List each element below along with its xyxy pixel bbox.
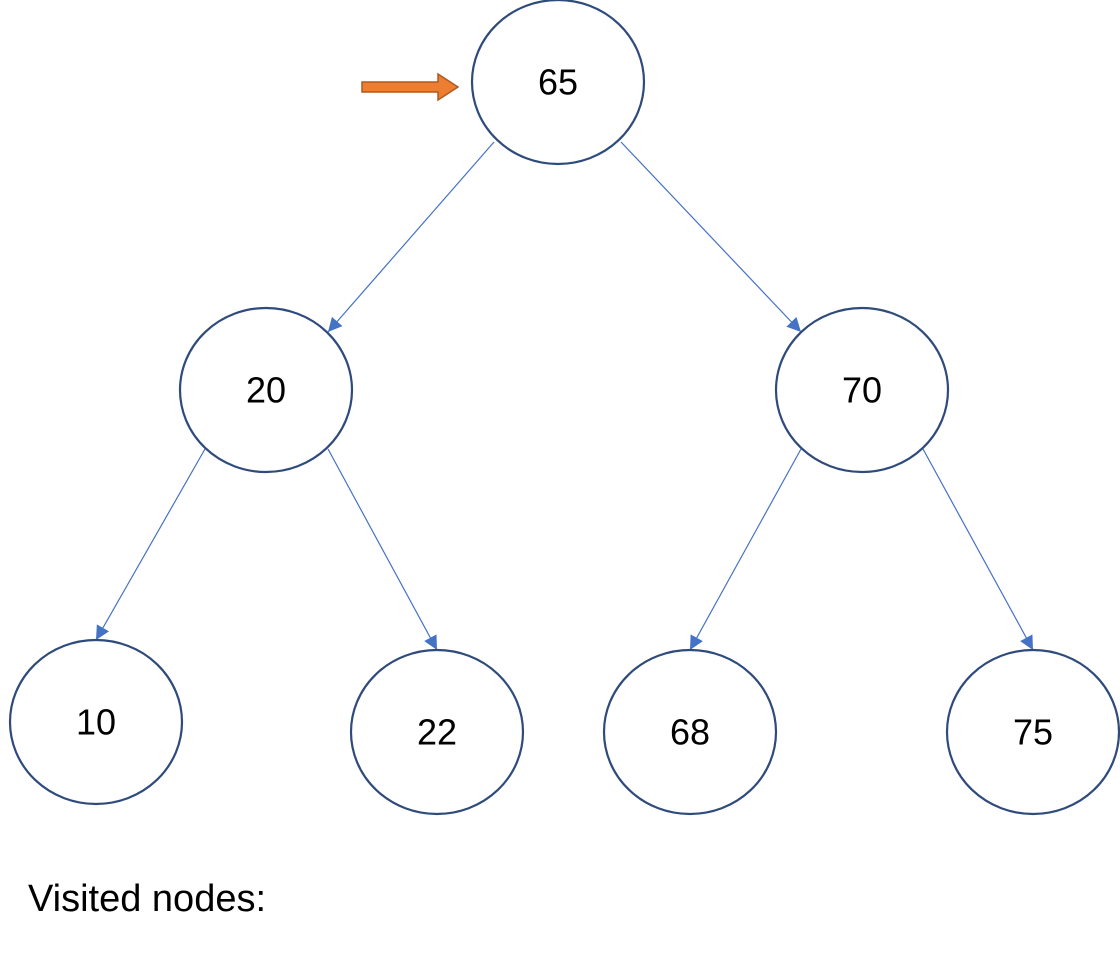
node-circle — [602, 648, 778, 816]
pointer-layer — [361, 72, 460, 102]
nodes-layer: 65 20 70 10 22 68 75 — [8, 0, 1120, 816]
tree-node-10: 10 — [8, 638, 184, 806]
edge-65-to-20 — [327, 141, 495, 333]
tree-node-75: 75 — [945, 648, 1120, 816]
tree-node-20: 20 — [178, 306, 354, 474]
edge-70-to-68 — [689, 448, 802, 651]
node-circle — [945, 648, 1120, 816]
node-label: 20 — [246, 370, 286, 411]
edge-20-to-10 — [95, 448, 206, 641]
visited-nodes-label: Visited nodes: — [28, 878, 267, 920]
edge-70-to-75 — [922, 448, 1034, 651]
tree-node-65: 65 — [470, 0, 646, 166]
tree-node-22: 22 — [349, 648, 525, 816]
node-label: 65 — [538, 62, 578, 103]
node-circle — [349, 648, 525, 816]
node-circle — [8, 638, 184, 806]
tree-node-68: 68 — [602, 648, 778, 816]
node-label: 75 — [1013, 712, 1053, 753]
right-arrow-icon — [361, 72, 460, 102]
edge-65-to-70 — [620, 141, 802, 333]
edge-20-to-22 — [327, 448, 438, 651]
node-circle — [774, 306, 950, 474]
tree-node-70: 70 — [774, 306, 950, 474]
edges-layer — [95, 141, 1034, 651]
node-label: 10 — [76, 702, 116, 743]
node-label: 22 — [417, 712, 457, 753]
node-circle — [178, 306, 354, 474]
node-circle — [470, 0, 646, 166]
node-label: 70 — [842, 370, 882, 411]
node-label: 68 — [670, 712, 710, 753]
